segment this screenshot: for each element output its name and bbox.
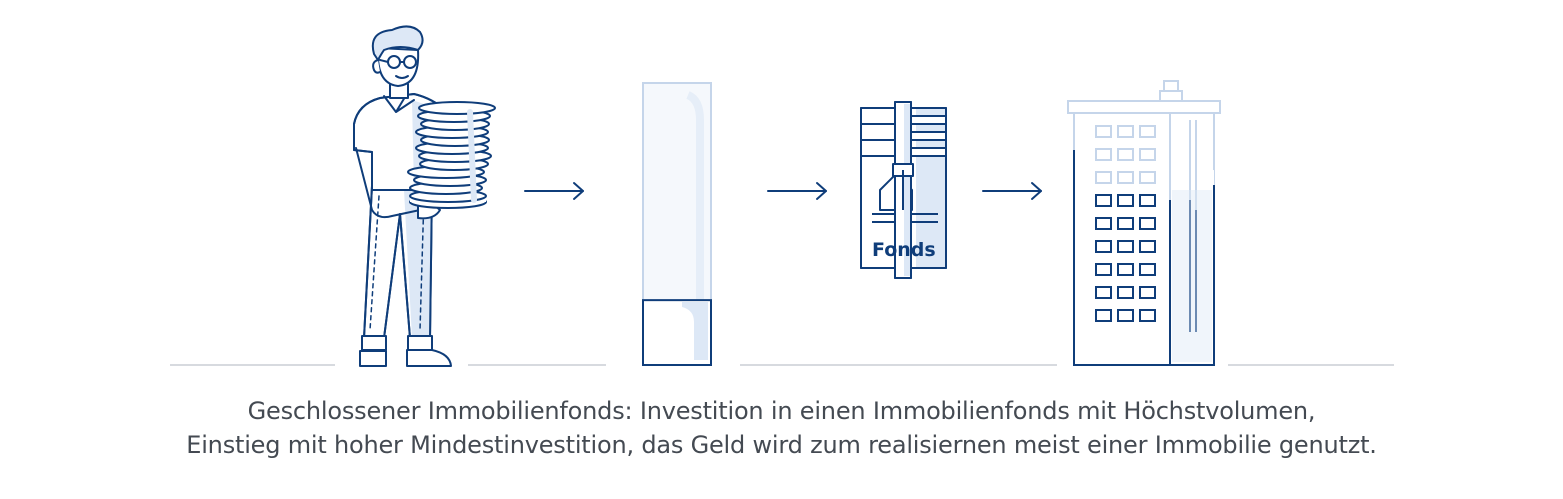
caption: Geschlossener Immobilienfonds: Investiti… [0, 394, 1563, 462]
building-window [1117, 194, 1134, 207]
building-window [1117, 148, 1134, 161]
caption-line-1: Geschlossener Immobilienfonds: Investiti… [247, 397, 1316, 425]
building-windows [1095, 125, 1156, 322]
building-window [1139, 194, 1156, 207]
building-window [1095, 194, 1112, 207]
building-window [1139, 309, 1156, 322]
building-window [1139, 240, 1156, 253]
building-window [1117, 309, 1134, 322]
building-window [1117, 263, 1134, 276]
caption-line-2: Einstieg mit hoher Mindestinvestition, d… [186, 431, 1377, 459]
building-window [1139, 263, 1156, 276]
building-window [1139, 125, 1156, 138]
diagram-scene: Fonds [170, 25, 1394, 367]
building-window [1095, 309, 1112, 322]
building-window [1095, 263, 1112, 276]
investor-with-coins-icon [353, 25, 496, 367]
arrow-right-icon [767, 182, 827, 200]
building-window [1139, 148, 1156, 161]
arrow-right-icon [524, 182, 584, 200]
building-window [1117, 171, 1134, 184]
building-window [1095, 125, 1112, 138]
building-window [1139, 171, 1156, 184]
building-window [1117, 217, 1134, 230]
building-window [1139, 286, 1156, 299]
building-window [1139, 217, 1156, 230]
building-window [1117, 125, 1134, 138]
capital-gauge-icon [642, 82, 712, 367]
building-window [1117, 240, 1134, 253]
building-window [1095, 171, 1112, 184]
building-window [1117, 286, 1134, 299]
building-window [1095, 286, 1112, 299]
fund-label: Fonds [872, 239, 936, 261]
building-window [1095, 240, 1112, 253]
office-building-icon [1067, 80, 1221, 366]
arrow-right-icon [982, 182, 1042, 200]
fund-folder-icon: Fonds [860, 101, 947, 279]
building-window [1095, 217, 1112, 230]
building-window [1095, 148, 1112, 161]
